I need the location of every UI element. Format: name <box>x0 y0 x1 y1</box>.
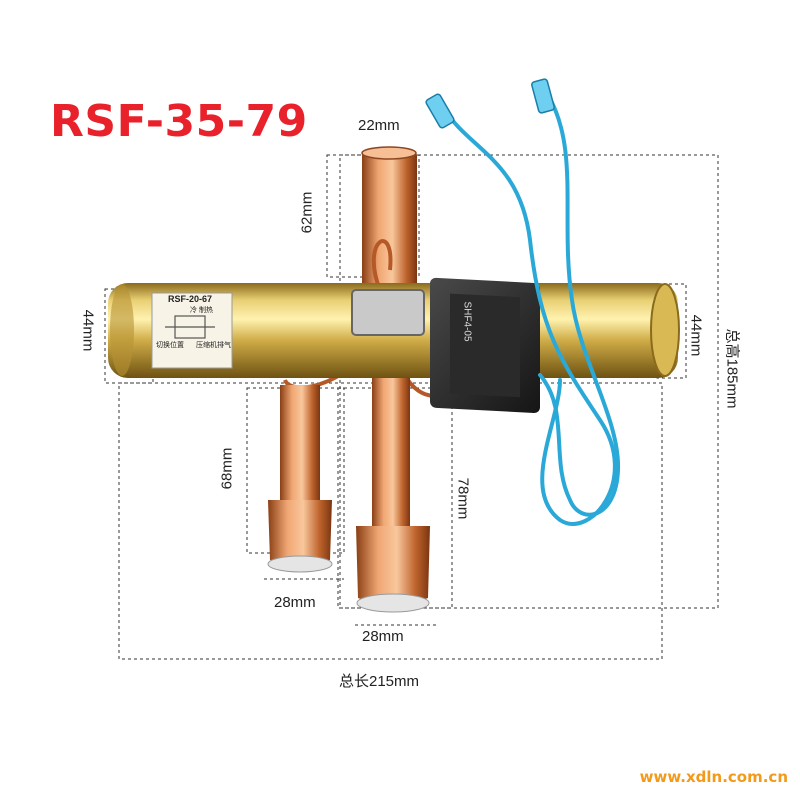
top-copper-tube <box>361 146 417 300</box>
dim-middle-pipe-diameter: 28mm <box>362 628 404 645</box>
valve-label-line2: 切换位置 <box>156 342 184 349</box>
dim-total-height: 总高185mm <box>723 328 741 409</box>
blue-wires <box>443 93 621 526</box>
dim-top-tube-diameter: 22mm <box>358 117 400 134</box>
lower-left-pipe <box>267 385 333 573</box>
valve-label-line1: 冷 制热 <box>190 307 213 314</box>
dim-top-tube-height: 62mm <box>298 191 316 234</box>
valve-label <box>151 292 233 369</box>
dim-middle-pipe-length: 78mm <box>454 477 472 520</box>
wire-terminals <box>425 78 555 129</box>
clamp-bracket <box>351 289 425 336</box>
dim-left-pipe-diameter: 28mm <box>274 594 316 611</box>
dim-left-end-diameter: 44mm <box>79 309 97 352</box>
valve-label-model: RSF-20-67 <box>168 294 213 304</box>
lower-middle-pipe <box>356 378 430 613</box>
solenoid-coil <box>430 277 540 413</box>
valve-label-line3: 压缩机排气 <box>196 342 231 349</box>
dim-total-length: 总长215mm <box>339 673 420 690</box>
dim-right-end-diameter: 44mm <box>687 314 705 357</box>
watermark-url: www.xdln.com.cn <box>639 768 788 786</box>
coil-label: SHF4-05 <box>461 301 473 342</box>
model-title: RSF-35-79 <box>50 96 308 147</box>
dim-left-pipe-length: 68mm <box>218 447 236 490</box>
